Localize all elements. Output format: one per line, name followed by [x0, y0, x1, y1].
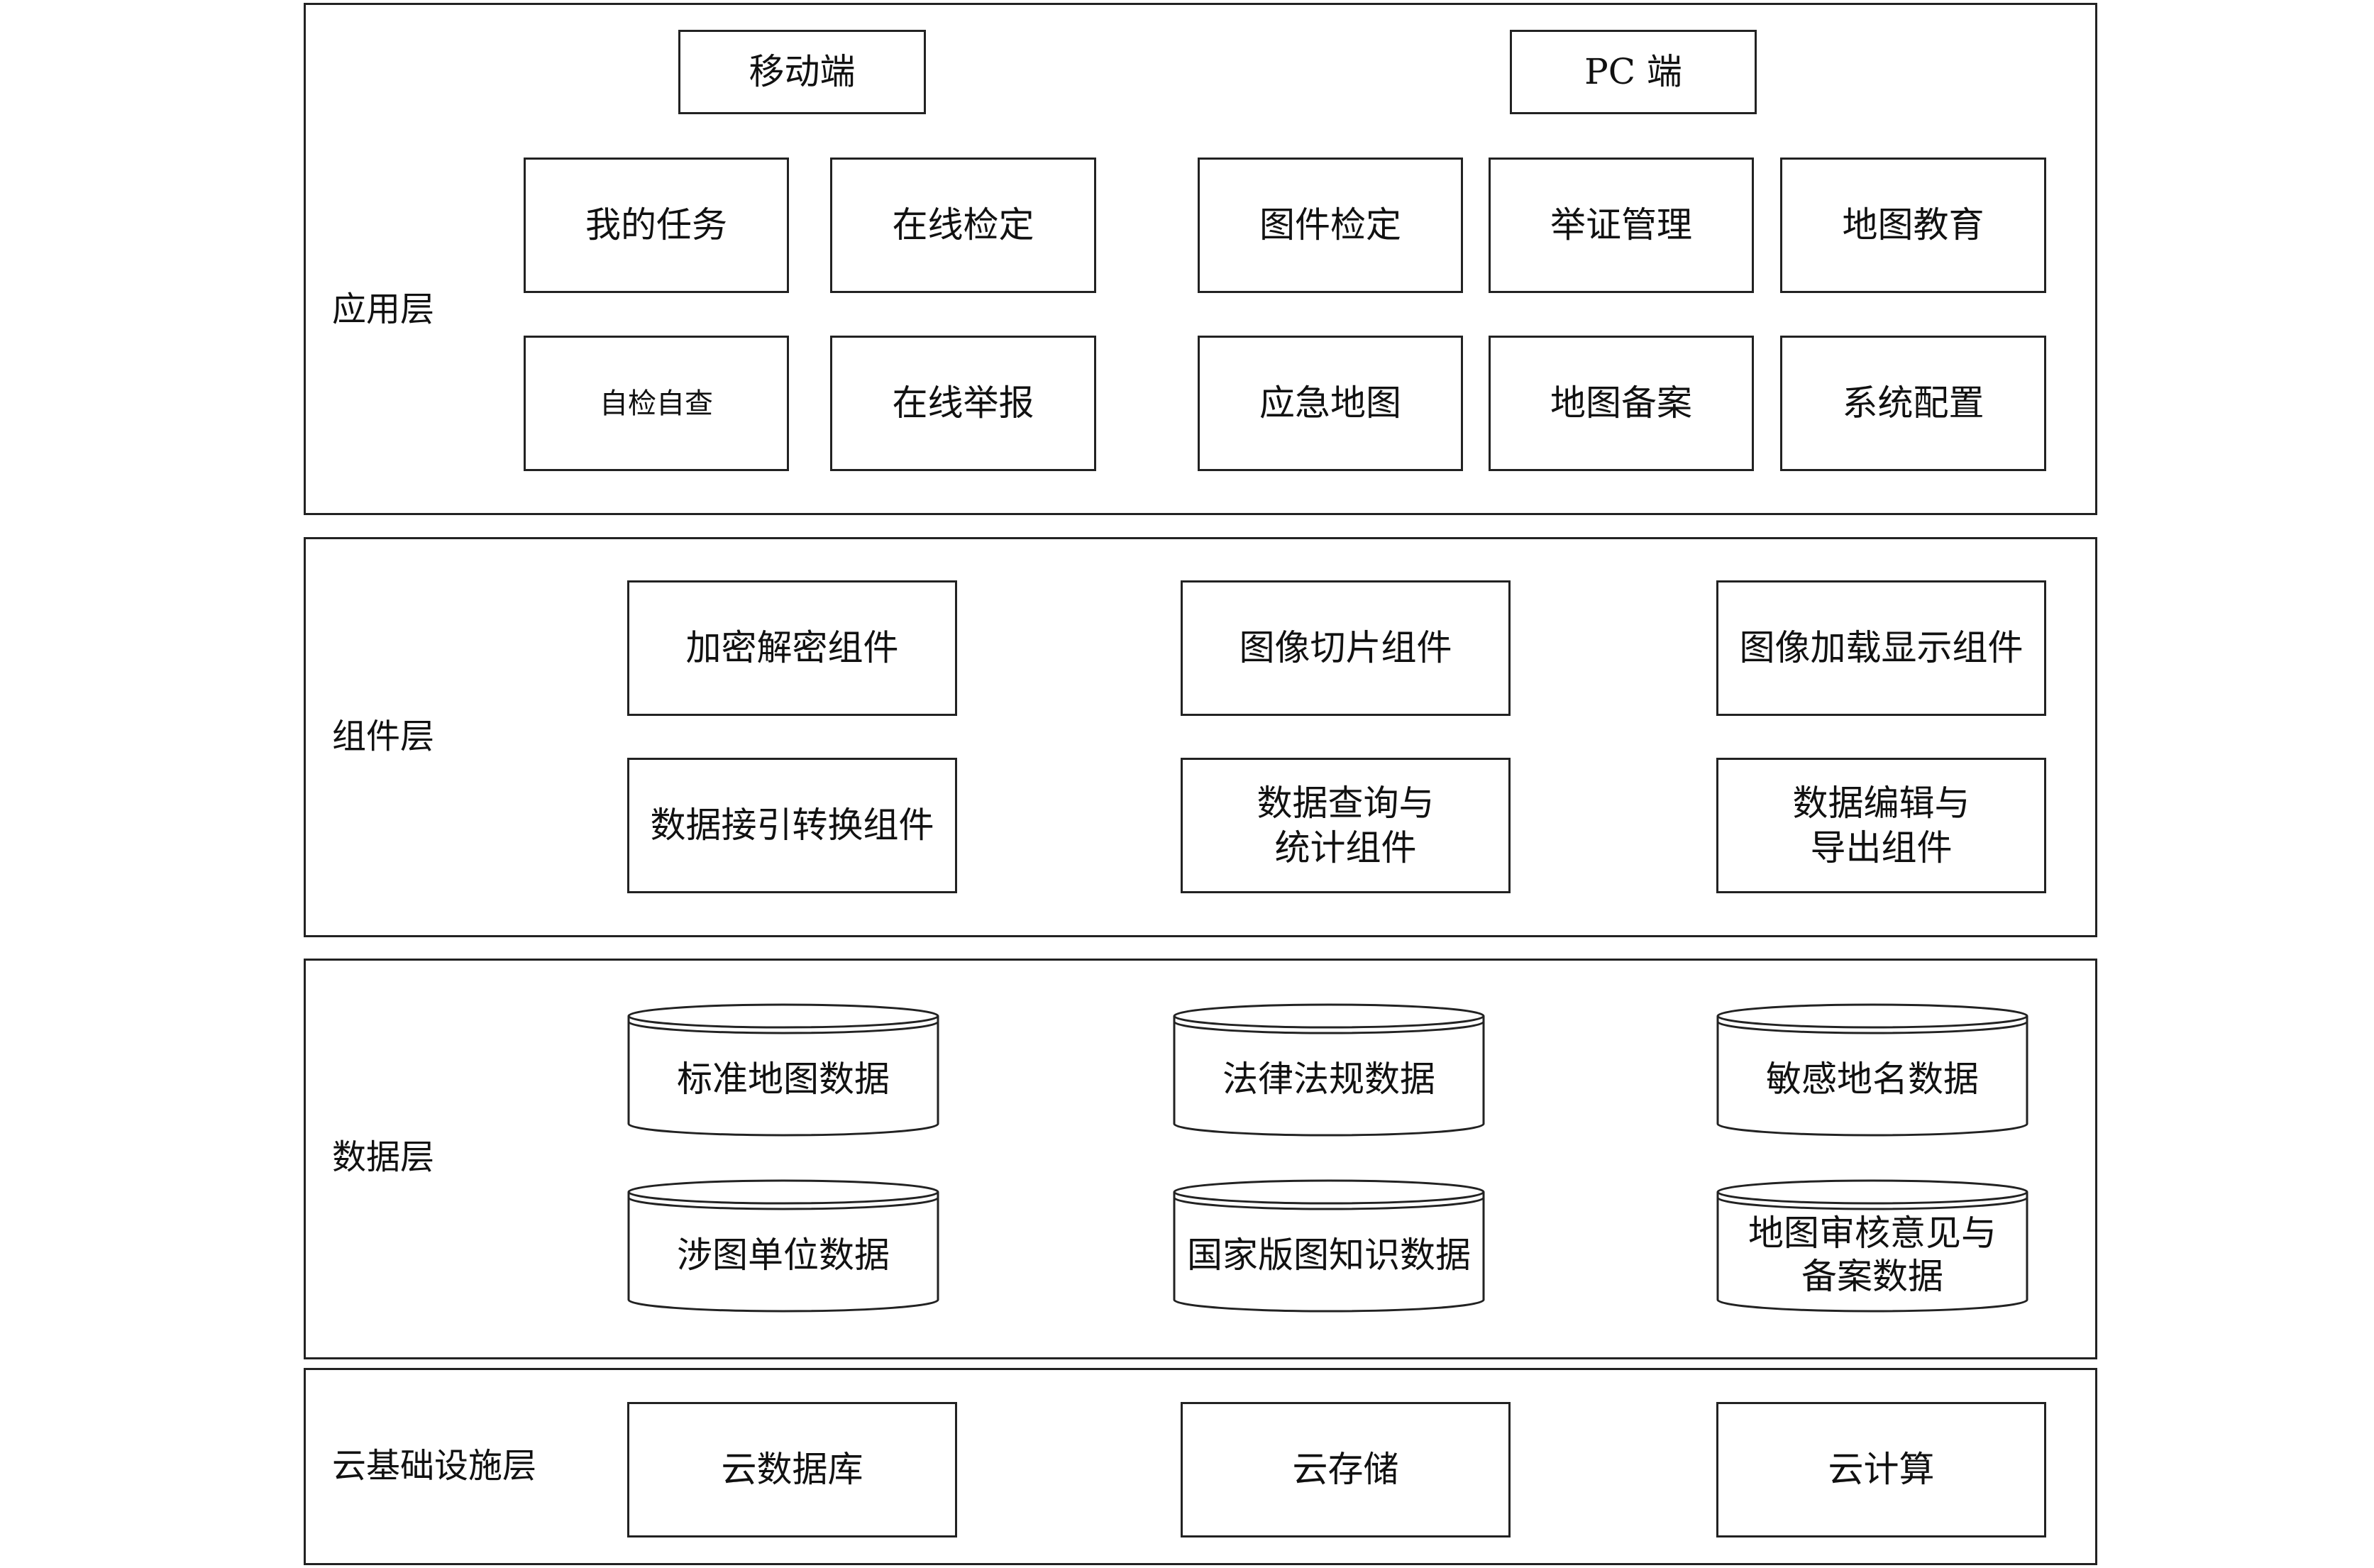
cloud-computing-box: 云计算 — [1716, 1402, 2046, 1537]
data-text-line: 标准地图数据 — [677, 1058, 890, 1100]
component-encrypt-decrypt-text: 加密解密组件 — [686, 626, 899, 670]
component-edit-export: 数据编辑与 导出组件 — [1716, 758, 2046, 893]
cloud-infrastructure-layer-label: 云基础设施层 — [332, 1446, 537, 1486]
data-text-line: 备案数据 — [1801, 1256, 1943, 1297]
cylinder-shape-icon — [1716, 1179, 2028, 1313]
data-text-line: 地图审核意见与 — [1748, 1213, 1997, 1254]
mobile-header-box: 移动端 — [678, 30, 926, 114]
component-data-conversion: 数据接引转换组件 — [627, 758, 957, 893]
component-text-line: 导出组件 — [1810, 827, 1953, 868]
cylinder-shape-icon — [1173, 1179, 1485, 1313]
cloud-storage-box: 云存储 — [1181, 1402, 1511, 1537]
application-layer-label: 应用层 — [332, 289, 435, 329]
data-cylinder-sensitive-place-names: 敏感地名数据 — [1716, 1003, 2028, 1138]
cylinder-shape-icon — [1173, 1003, 1485, 1137]
pc-item-map-verification: 图件检定 — [1198, 158, 1463, 293]
cylinder-shape-icon — [627, 1179, 939, 1313]
data-text-line: 法律法规数据 — [1222, 1058, 1435, 1100]
data-cylinder-text: 涉图单位数据 — [627, 1205, 939, 1305]
data-text-line: 敏感地名数据 — [1766, 1058, 1979, 1100]
cylinder-shape-icon — [627, 1003, 939, 1137]
pc-item-map-filing: 地图备案 — [1489, 336, 1754, 471]
data-cylinder-text: 地图审核意见与 备案数据 — [1716, 1205, 2028, 1305]
pc-item-system-config: 系统配置 — [1780, 336, 2046, 471]
component-data-conversion-text: 数据接引转换组件 — [651, 803, 934, 848]
component-text-line: 图像加载显示组件 — [1739, 627, 2024, 669]
component-text-line: 统计组件 — [1274, 827, 1417, 868]
component-query-statistics-text: 数据查询与 统计组件 — [1257, 781, 1435, 870]
data-cylinder-text: 法律法规数据 — [1173, 1029, 1485, 1130]
component-image-load-display-text: 图像加载显示组件 — [1740, 626, 2024, 670]
component-text-line: 数据查询与 — [1257, 783, 1435, 824]
data-layer-label: 数据层 — [332, 1137, 435, 1177]
component-layer-label: 组件层 — [332, 717, 435, 756]
pc-item-evidence-management: 举证管理 — [1489, 158, 1754, 293]
mobile-item-self-check: 自检自查 — [524, 336, 789, 471]
component-text-line: 数据编辑与 — [1792, 783, 1970, 824]
data-cylinder-review-filing: 地图审核意见与 备案数据 — [1716, 1179, 2028, 1314]
data-cylinder-map-units: 涉图单位数据 — [627, 1179, 939, 1314]
component-text-line: 图像切片组件 — [1239, 627, 1452, 669]
mobile-item-my-tasks: 我的任务 — [524, 158, 789, 293]
data-cylinder-text: 标准地图数据 — [627, 1029, 939, 1130]
component-query-statistics: 数据查询与 统计组件 — [1181, 758, 1511, 893]
component-edit-export-text: 数据编辑与 导出组件 — [1793, 781, 1970, 870]
data-text-line: 涉图单位数据 — [677, 1234, 890, 1276]
component-text-line: 加密解密组件 — [685, 627, 899, 669]
component-image-tiling-text: 图像切片组件 — [1240, 626, 1452, 670]
data-cylinder-text: 敏感地名数据 — [1716, 1029, 2028, 1130]
pc-header-box: PC 端 — [1510, 30, 1757, 114]
component-image-load-display: 图像加载显示组件 — [1716, 580, 2046, 716]
data-cylinder-laws-regulations: 法律法规数据 — [1173, 1003, 1485, 1138]
mobile-item-online-report: 在线举报 — [830, 336, 1096, 471]
pc-item-emergency-map: 应急地图 — [1198, 336, 1463, 471]
data-cylinder-national-territory: 国家版图知识数据 — [1173, 1179, 1485, 1314]
cylinder-shape-icon — [1716, 1003, 2028, 1137]
mobile-item-online-verification: 在线检定 — [830, 158, 1096, 293]
component-text-line: 数据接引转换组件 — [650, 805, 934, 846]
cloud-database-box: 云数据库 — [627, 1402, 957, 1537]
component-encrypt-decrypt: 加密解密组件 — [627, 580, 957, 716]
data-text-line: 国家版图知识数据 — [1187, 1234, 1471, 1276]
data-cylinder-text: 国家版图知识数据 — [1173, 1205, 1485, 1305]
component-image-tiling: 图像切片组件 — [1181, 580, 1511, 716]
data-cylinder-standard-map: 标准地图数据 — [627, 1003, 939, 1138]
pc-item-map-education: 地图教育 — [1780, 158, 2046, 293]
